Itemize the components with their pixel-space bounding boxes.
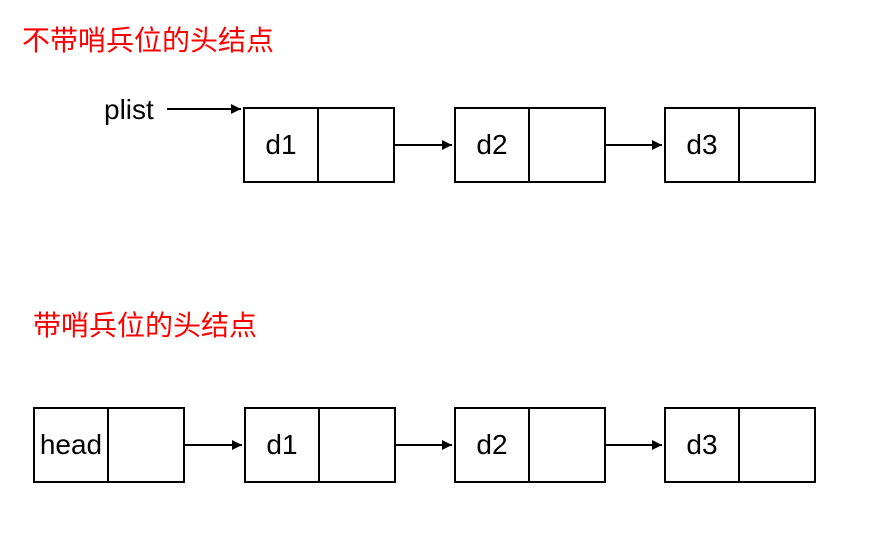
node-data-cell: d3 bbox=[666, 409, 740, 481]
node-value: d2 bbox=[476, 429, 508, 460]
section-title-with-sentinel: 带哨兵位的头结点 bbox=[33, 310, 258, 341]
node-data-cell: d1 bbox=[245, 109, 319, 181]
node-next-cell bbox=[320, 409, 394, 481]
node-next-cell bbox=[319, 109, 393, 181]
node-value: head bbox=[39, 429, 103, 460]
node-data-cell: d1 bbox=[246, 409, 320, 481]
section-title-no-sentinel: 不带哨兵位的头结点 bbox=[22, 25, 275, 56]
node-value: d3 bbox=[686, 429, 718, 460]
plist-pointer-label: plist bbox=[104, 94, 154, 125]
node-d3-top: d3 bbox=[664, 107, 816, 183]
node-next-cell bbox=[740, 109, 814, 181]
node-d2-bottom: d2 bbox=[454, 407, 606, 483]
node-value: d1 bbox=[265, 129, 297, 160]
node-next-cell bbox=[530, 109, 604, 181]
node-d1-bottom: d1 bbox=[244, 407, 396, 483]
node-d1-top: d1 bbox=[243, 107, 395, 183]
node-d2-top: d2 bbox=[454, 107, 606, 183]
node-d3-bottom: d3 bbox=[664, 407, 816, 483]
node-data-cell: d2 bbox=[456, 109, 530, 181]
node-value: d2 bbox=[476, 129, 508, 160]
node-value: d3 bbox=[686, 129, 718, 160]
node-data-cell: d2 bbox=[456, 409, 530, 481]
node-head-bottom: head bbox=[33, 407, 185, 483]
node-data-cell: head bbox=[35, 409, 109, 481]
node-next-cell bbox=[109, 409, 183, 481]
node-value: d1 bbox=[266, 429, 298, 460]
node-data-cell: d3 bbox=[666, 109, 740, 181]
node-next-cell bbox=[530, 409, 604, 481]
node-next-cell bbox=[740, 409, 814, 481]
